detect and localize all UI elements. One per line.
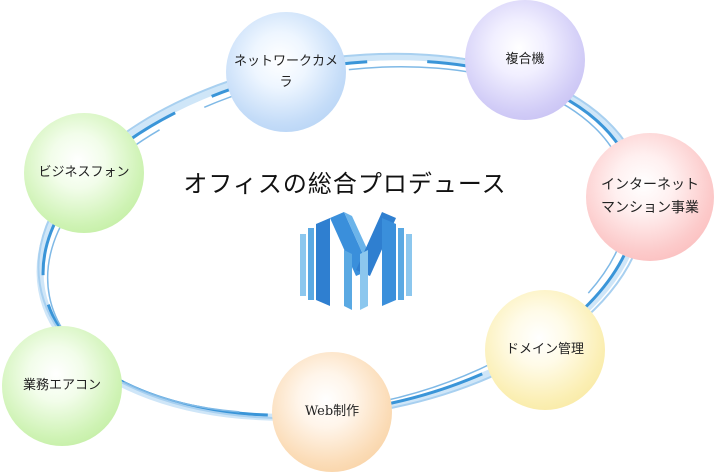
business-phone-label: ビジネスフォン [38,165,130,181]
internet-mansion-node[interactable]: インターネット マンション事業 [586,133,714,261]
business-aircon-label: 業務エアコン [22,378,101,394]
web-production-node[interactable]: Web制作 [272,352,392,472]
internet-mansion-label: インターネット マンション事業 [595,174,705,220]
business-aircon-node[interactable]: 業務エアコン [2,326,122,446]
domain-management-label: ドメイン管理 [505,342,584,358]
copier-node[interactable]: 複合機 [465,0,585,120]
internet-label-line1: インターネット [601,176,699,193]
internet-label-line2: マンション事業 [601,200,699,216]
copier-label: 複合機 [505,52,545,68]
diagram-title: オフィスの総合プロデュース [183,170,507,198]
company-logo-icon [300,212,412,310]
web-production-label: Web制作 [304,404,360,420]
network-camera-node[interactable]: ネットワークカメラ [226,12,346,132]
domain-management-node[interactable]: ドメイン管理 [485,290,605,410]
business-phone-node[interactable]: ビジネスフォン [24,113,144,233]
network-camera-label: ネットワークカメラ [233,53,338,90]
